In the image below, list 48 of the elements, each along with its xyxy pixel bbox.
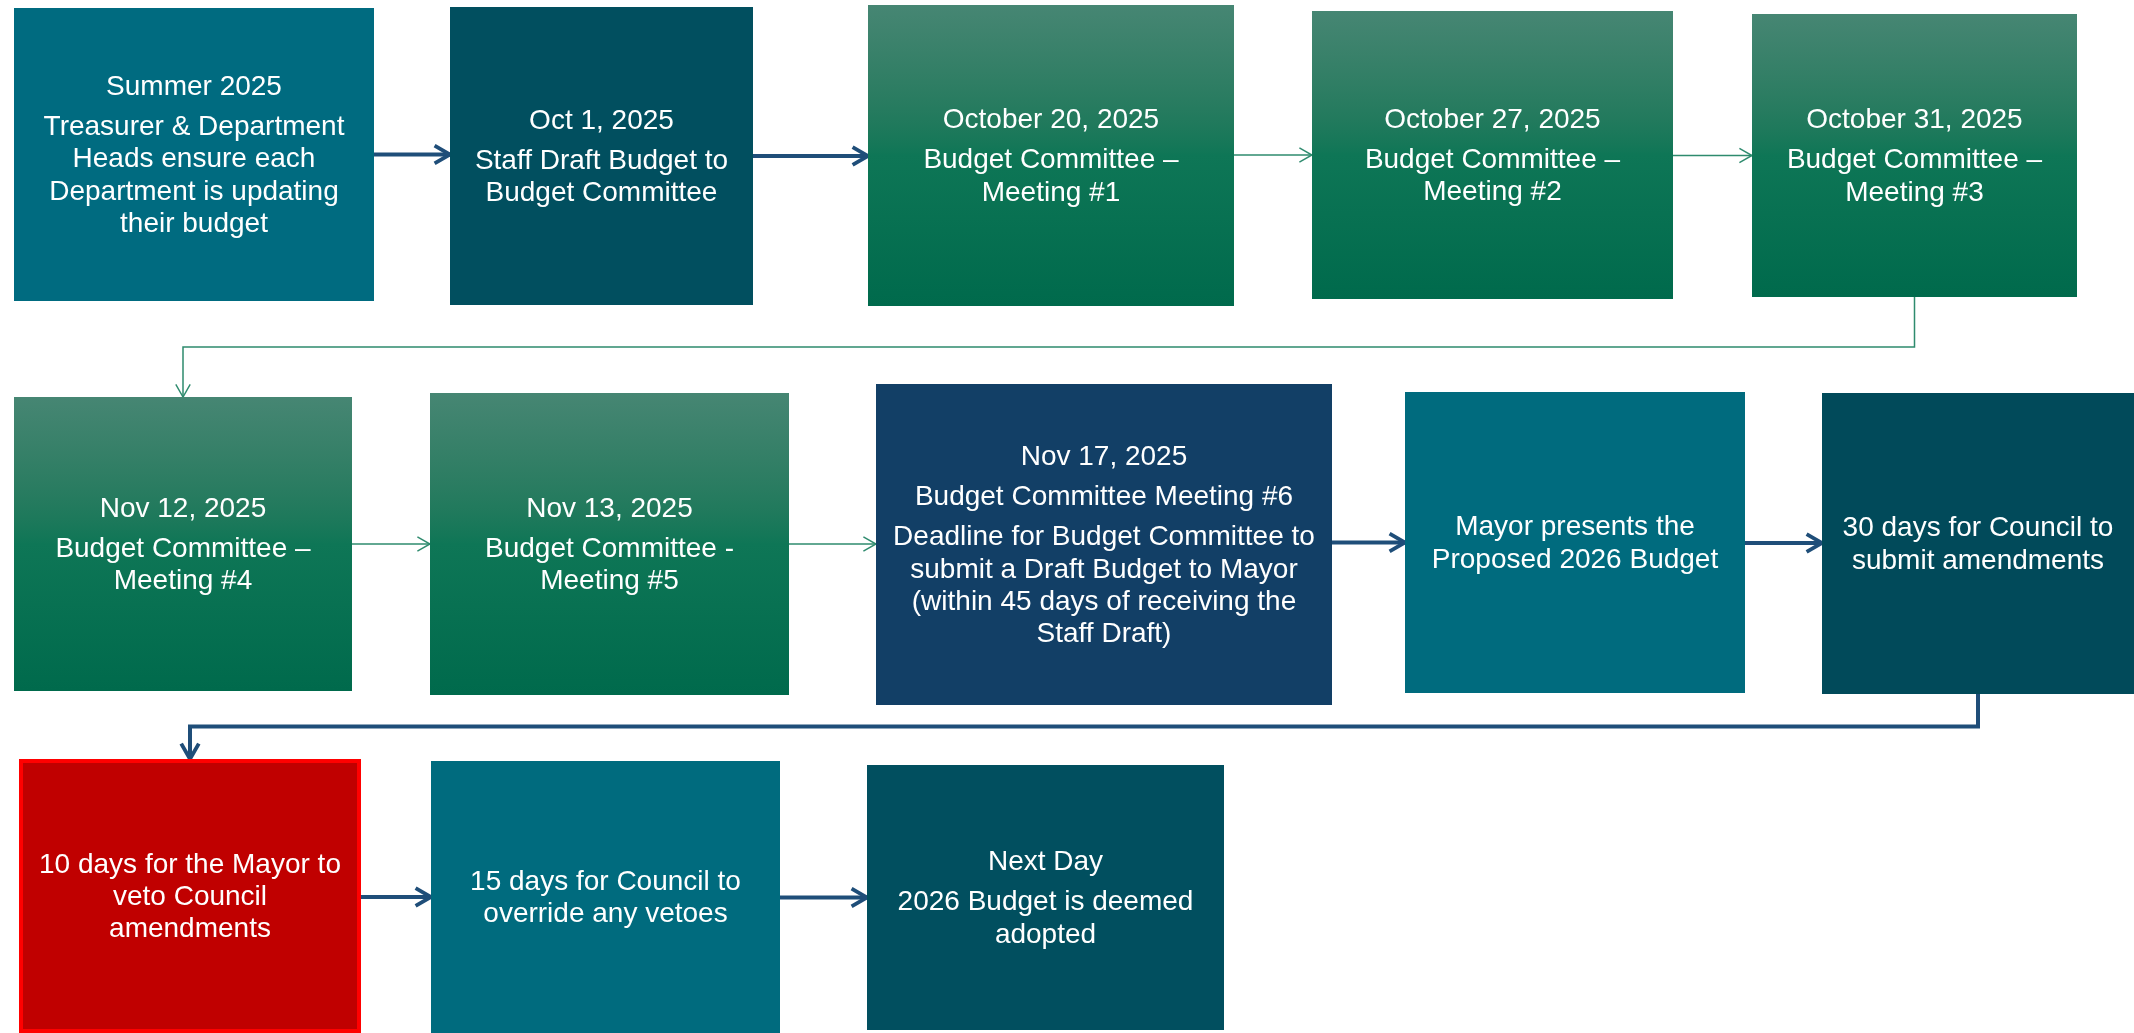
arrow [780, 886, 869, 909]
arrow [788, 536, 877, 552]
process-box [450, 7, 753, 305]
step-text: 2026 Budget is deemed adopted [896, 885, 1195, 950]
arrow [175, 296, 1916, 398]
step-text: 10 days for the Mayor to veto Council amendments [38, 847, 342, 945]
step-text: 30 days for Council to submit amendments [1841, 511, 2115, 576]
arrow [351, 536, 431, 552]
process-box [876, 384, 1332, 705]
step-text: October 31, 2025 [1806, 103, 2023, 136]
process-box [1312, 11, 1673, 299]
arrow [1745, 532, 1824, 554]
step-text: Summer 2025 [106, 70, 282, 103]
arrow [374, 143, 452, 166]
step-text: Budget Committee – Meeting #2 [1363, 142, 1622, 208]
step-text: Nov 17, 2025 [1020, 439, 1188, 473]
step-text: Budget Committee - Meeting #5 [484, 531, 735, 597]
arrow [1233, 147, 1313, 163]
process-box [867, 765, 1224, 1030]
process-box [19, 759, 361, 1033]
step-text: Budget Committee – Meeting #4 [54, 531, 312, 597]
process-box [1752, 14, 2077, 297]
arrow [753, 145, 870, 167]
step-text: Deadline for Budget Committee to submit a Draft Budget to Mayor (within 45 days of receiving the Staff Draft) [892, 520, 1316, 650]
arrow [361, 886, 433, 908]
arrow [179, 694, 1980, 761]
step-text: Budget Committee – Meeting #1 [922, 143, 1180, 208]
step-text: Nov 13, 2025 [526, 491, 693, 524]
process-box [868, 5, 1234, 306]
process-box [431, 761, 780, 1033]
process-box [14, 397, 352, 691]
arrow [1332, 531, 1407, 554]
step-text: October 27, 2025 [1384, 102, 1601, 135]
step-text: 15 days for Council to override any vetoes [469, 864, 742, 930]
step-text: Treasurer & Department Heads ensure each Department is updating their budget [42, 110, 346, 239]
process-box [430, 393, 789, 695]
step-text: Oct 1, 2025 [529, 103, 674, 136]
step-text: Budget Committee Meeting #6 [914, 480, 1294, 513]
process-box [1822, 393, 2134, 694]
process-box [14, 8, 374, 301]
arrow [1672, 147, 1753, 164]
step-text: Mayor presents the Proposed 2026 Budget [1430, 510, 1720, 575]
step-text: October 20, 2025 [942, 103, 1160, 136]
step-text: Budget Committee – Meeting #3 [1785, 143, 2044, 208]
step-text: Nov 12, 2025 [99, 491, 267, 524]
process-box [1405, 392, 1745, 693]
step-text: Staff Draft Budget to Budget Committee [473, 143, 730, 209]
step-text: Next Day [987, 845, 1104, 878]
